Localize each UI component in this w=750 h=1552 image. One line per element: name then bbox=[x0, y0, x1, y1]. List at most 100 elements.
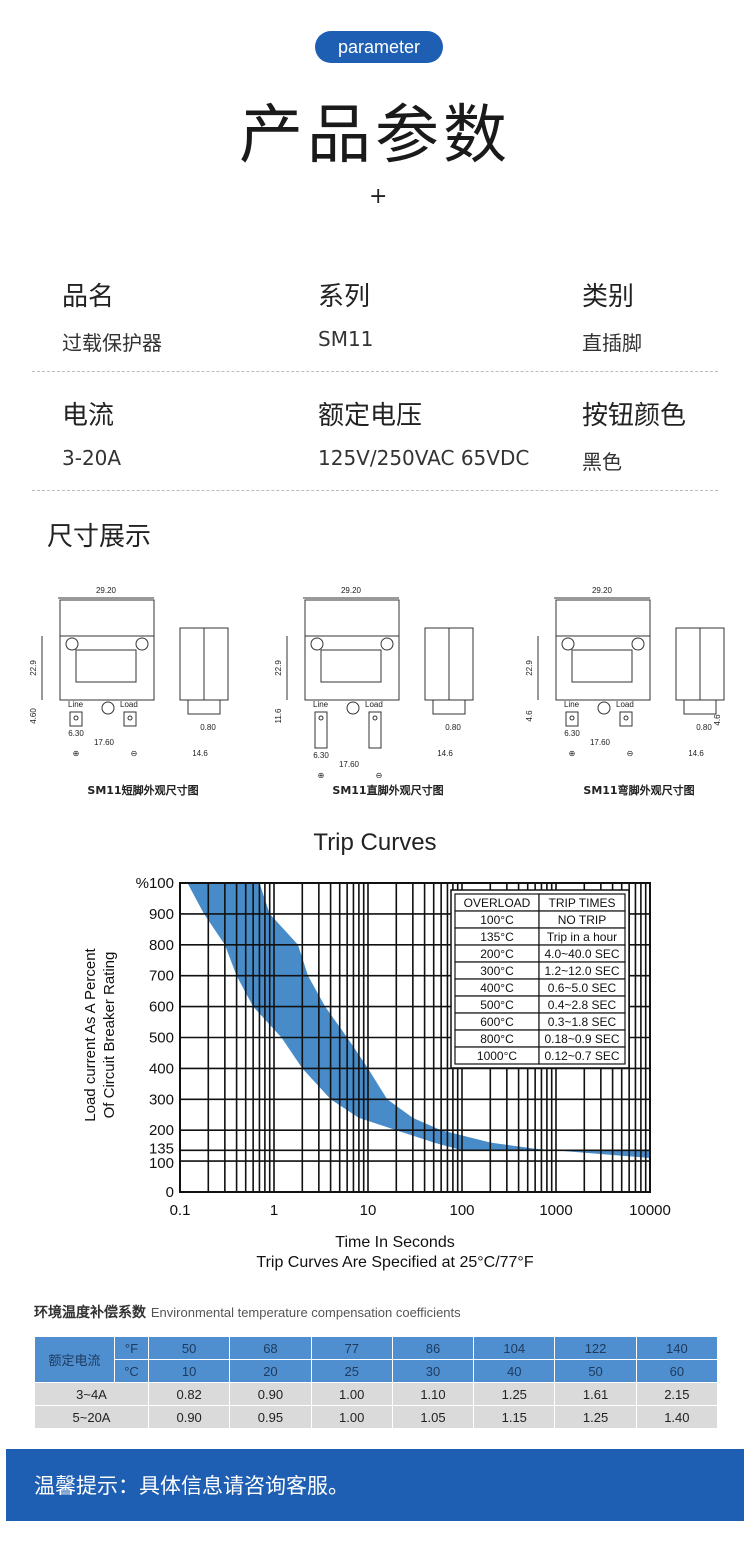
screw-icon bbox=[135, 637, 149, 651]
pin-hole bbox=[372, 715, 378, 721]
legend-overload: 100°C bbox=[480, 913, 514, 927]
fahrenheit-cell: 86 bbox=[391, 1336, 475, 1360]
legend-trip-time: Trip in a hour bbox=[547, 930, 617, 944]
pin-hole bbox=[623, 715, 629, 721]
legend-overload: 135°C bbox=[480, 930, 514, 944]
page-title: 产品参数 bbox=[239, 99, 511, 173]
pin-hole bbox=[73, 715, 79, 721]
button-icon bbox=[101, 701, 115, 715]
dim-thickness-label: 0.80 bbox=[445, 723, 461, 732]
param-label: 系列 bbox=[318, 282, 371, 312]
x-tick-label: 10000 bbox=[629, 1202, 671, 1219]
dim-pin-length-label: 11.6 bbox=[274, 708, 283, 724]
minus-terminal-icon: ⊖ bbox=[131, 749, 138, 758]
minus-terminal-icon: ⊖ bbox=[376, 771, 383, 780]
dim-depth-label: 14.6 bbox=[437, 749, 453, 758]
celsius-cell: 60 bbox=[635, 1359, 719, 1383]
pin-hole bbox=[127, 715, 133, 721]
coefficient-cell: 1.00 bbox=[310, 1405, 393, 1429]
dim-pin-length-label: 4.6 bbox=[525, 710, 534, 722]
y-tick-label: 400 bbox=[149, 1060, 174, 1077]
coefficient-cell: 0.90 bbox=[229, 1382, 312, 1406]
load-label: Load bbox=[365, 700, 383, 709]
legend-cell bbox=[538, 1046, 626, 1065]
pin-left bbox=[565, 711, 579, 727]
param-category: 类别 直插脚 bbox=[582, 276, 642, 356]
line-label: Line bbox=[68, 700, 84, 709]
unit-c-cell: °C bbox=[114, 1359, 149, 1383]
dim-width-label: 29.20 bbox=[341, 586, 362, 595]
y-tick-label: 700 bbox=[149, 968, 174, 985]
legend-overload: OVERLOAD bbox=[464, 896, 531, 910]
divider bbox=[32, 490, 718, 491]
minus-terminal-icon: ⊖ bbox=[627, 749, 634, 758]
param-label: 额定电压 bbox=[318, 401, 423, 431]
dim-height-label: 22.9 bbox=[29, 660, 38, 676]
celsius-cell: 20 bbox=[229, 1359, 312, 1383]
unit-f-cell: °F bbox=[114, 1336, 149, 1360]
x-tick-label: 1 bbox=[270, 1202, 278, 1219]
footer-tip: 温馨提示：具体信息请咨询客服。 bbox=[6, 1449, 744, 1521]
celsius-cell: 30 bbox=[391, 1359, 475, 1383]
x-axis-label: Time In Seconds bbox=[335, 1234, 454, 1251]
dim-span-label: 17.60 bbox=[94, 738, 115, 747]
legend-trip-time: 4.0~40.0 SEC bbox=[544, 947, 619, 961]
chart-title: Trip Curves bbox=[313, 829, 437, 856]
dim-thickness-label: 0.80 bbox=[696, 723, 712, 732]
coefficient-cell: 1.00 bbox=[310, 1382, 393, 1406]
param-value: 125V/250VAC 65VDC bbox=[318, 446, 530, 470]
legend-trip-time: 0.12~0.7 SEC bbox=[544, 1049, 619, 1063]
dim-height-label: 22.9 bbox=[525, 660, 534, 676]
y-tick-label: %100 bbox=[136, 875, 174, 892]
dim-thickness-label: 0.80 bbox=[200, 723, 216, 732]
plus-terminal-icon: ⊕ bbox=[318, 771, 325, 780]
current-range-cell: 5~20A bbox=[34, 1405, 149, 1429]
pin-left bbox=[314, 711, 328, 749]
celsius-cell: 10 bbox=[147, 1359, 231, 1383]
legend-trip-time: 0.3~1.8 SEC bbox=[548, 1015, 617, 1029]
y-tick-label: 500 bbox=[149, 1030, 174, 1047]
env-table-title: 环境温度补偿系数 Environmental temperature compe… bbox=[34, 1302, 461, 1322]
param-value: 3-20A bbox=[62, 446, 122, 470]
legend-trip-time: TRIP TIMES bbox=[549, 896, 616, 910]
dim-depth-label: 14.6 bbox=[688, 749, 704, 758]
legend-trip-time: 1.2~12.0 SEC bbox=[544, 964, 619, 978]
coefficient-cell: 1.25 bbox=[473, 1382, 556, 1406]
dimensions-title: 尺寸展示 bbox=[47, 522, 152, 552]
y-tick-label: 600 bbox=[149, 999, 174, 1016]
label-window bbox=[75, 649, 137, 683]
coefficient-cell: 1.10 bbox=[391, 1382, 475, 1406]
fahrenheit-cell: 104 bbox=[473, 1336, 556, 1360]
dim-width-label: 29.20 bbox=[96, 586, 117, 595]
dim-depth-label: 14.6 bbox=[192, 749, 208, 758]
divider bbox=[32, 371, 718, 372]
pin-right bbox=[619, 711, 633, 727]
drawing-lines bbox=[537, 597, 725, 727]
housing-body bbox=[555, 635, 651, 701]
dim-pin-length-label: 4.60 bbox=[29, 708, 38, 724]
celsius-cell: 25 bbox=[310, 1359, 393, 1383]
fahrenheit-cell: 68 bbox=[229, 1336, 312, 1360]
line-label: Line bbox=[313, 700, 329, 709]
fahrenheit-cell: 140 bbox=[635, 1336, 719, 1360]
param-current: 电流 3-20A bbox=[62, 395, 121, 470]
x-axis-sublabel: Trip Curves Are Specified at 25°C/77°F bbox=[256, 1254, 533, 1271]
coefficient-cell: 1.61 bbox=[554, 1382, 637, 1406]
x-tick-label: 0.1 bbox=[170, 1202, 191, 1219]
param-label: 电流 bbox=[62, 401, 115, 431]
side-base bbox=[683, 699, 717, 715]
trip-band bbox=[187, 883, 650, 1159]
plus-terminal-icon: ⊕ bbox=[73, 749, 80, 758]
dimension-caption: SM11短脚外观尺寸图 bbox=[87, 784, 199, 797]
dim-pitch-label: 6.30 bbox=[564, 729, 580, 738]
legend-overload: 200°C bbox=[480, 947, 514, 961]
env-title-en: Environmental temperature compensation c… bbox=[150, 1305, 461, 1320]
param-value: 过载保护器 bbox=[62, 331, 162, 355]
